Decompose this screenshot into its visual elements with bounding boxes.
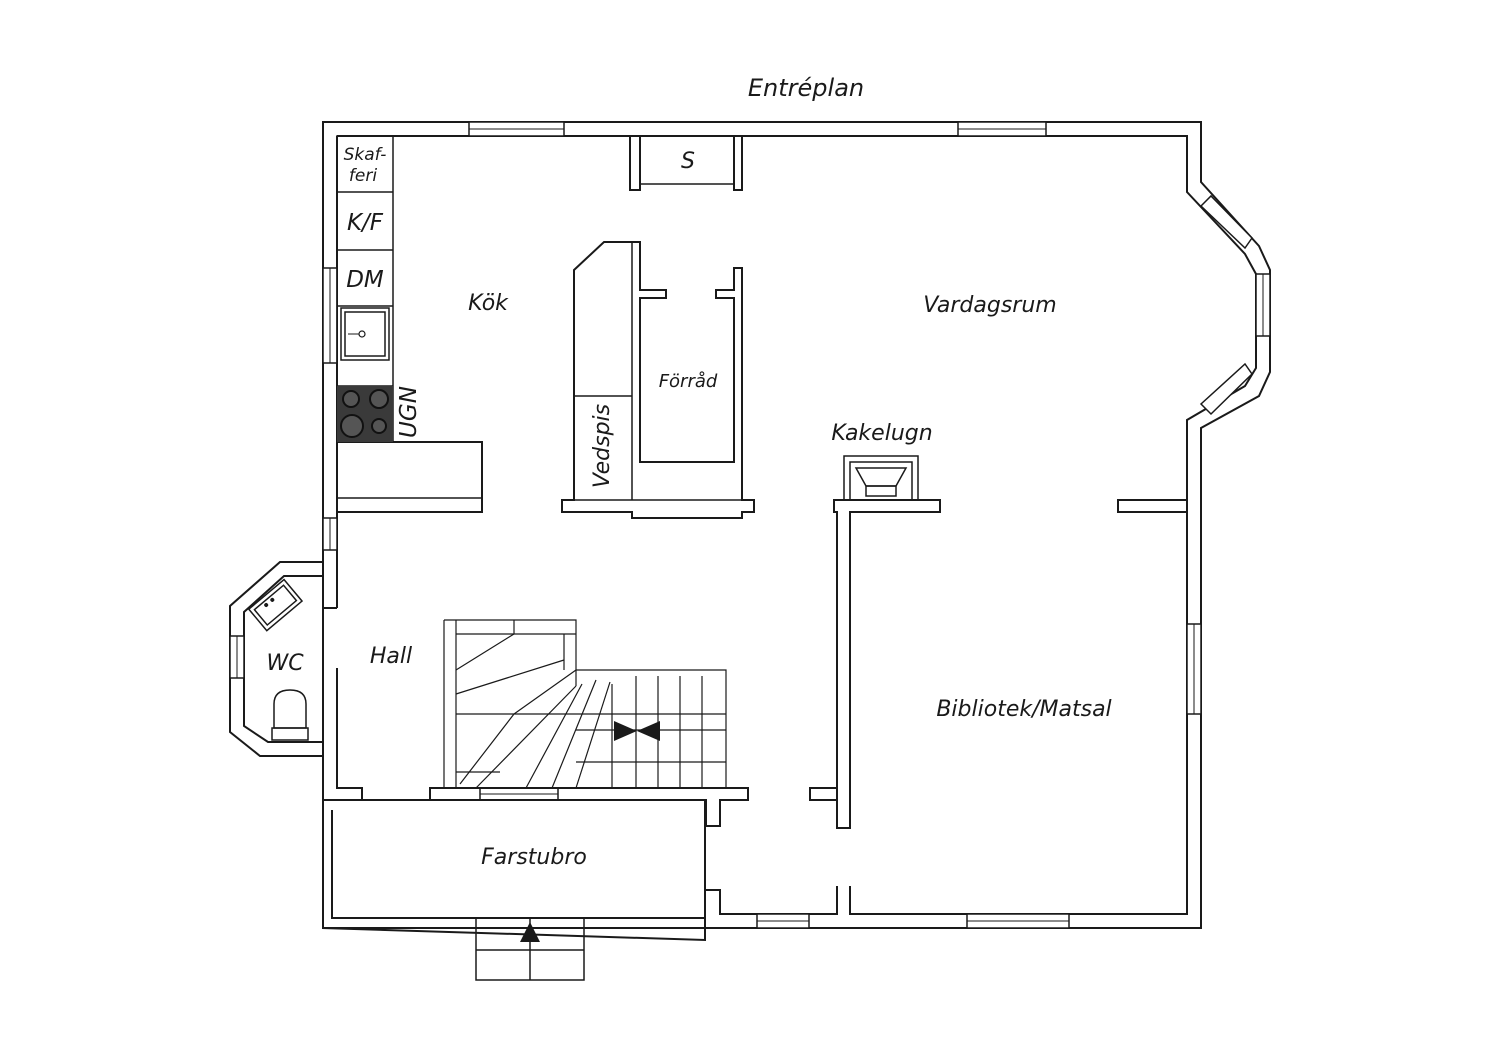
porch-label: Farstubro <box>481 845 587 870</box>
stove-top-icon <box>337 386 393 442</box>
library-dining-label: Bibliotek/Matsal <box>936 697 1111 722</box>
wardrobe-label: S <box>681 149 695 174</box>
staircase <box>443 619 727 789</box>
pantry-label-line1: Skaf- <box>344 145 387 165</box>
hall-label: Hall <box>370 644 412 669</box>
wc-fixtures <box>247 578 309 741</box>
living-room-label: Vardagsrum <box>923 293 1056 318</box>
oven-label: UGN <box>396 386 422 438</box>
storage-label: Förråd <box>659 371 718 392</box>
entrance-arrow-icon <box>520 922 540 942</box>
pantry-label-line2: feri <box>349 166 377 186</box>
stair-direction-icon <box>614 721 660 741</box>
kitchen-sink-icon <box>340 307 390 361</box>
interior-walls <box>337 135 1188 829</box>
windows <box>229 121 1271 929</box>
kitchen-fixtures <box>336 135 394 443</box>
wood-stove-label: Vedspis <box>590 404 615 488</box>
dishwasher-label: DM <box>346 267 384 293</box>
wc-label: WC <box>266 651 304 676</box>
tiled-stove-label: Kakelugn <box>831 421 932 446</box>
wc-sink-icon <box>247 578 304 632</box>
toilet-icon <box>271 689 309 741</box>
kitchen-label: Kök <box>468 291 509 316</box>
fridge-freezer-label: K/F <box>347 210 384 236</box>
plan-title: Entréplan <box>748 74 864 102</box>
